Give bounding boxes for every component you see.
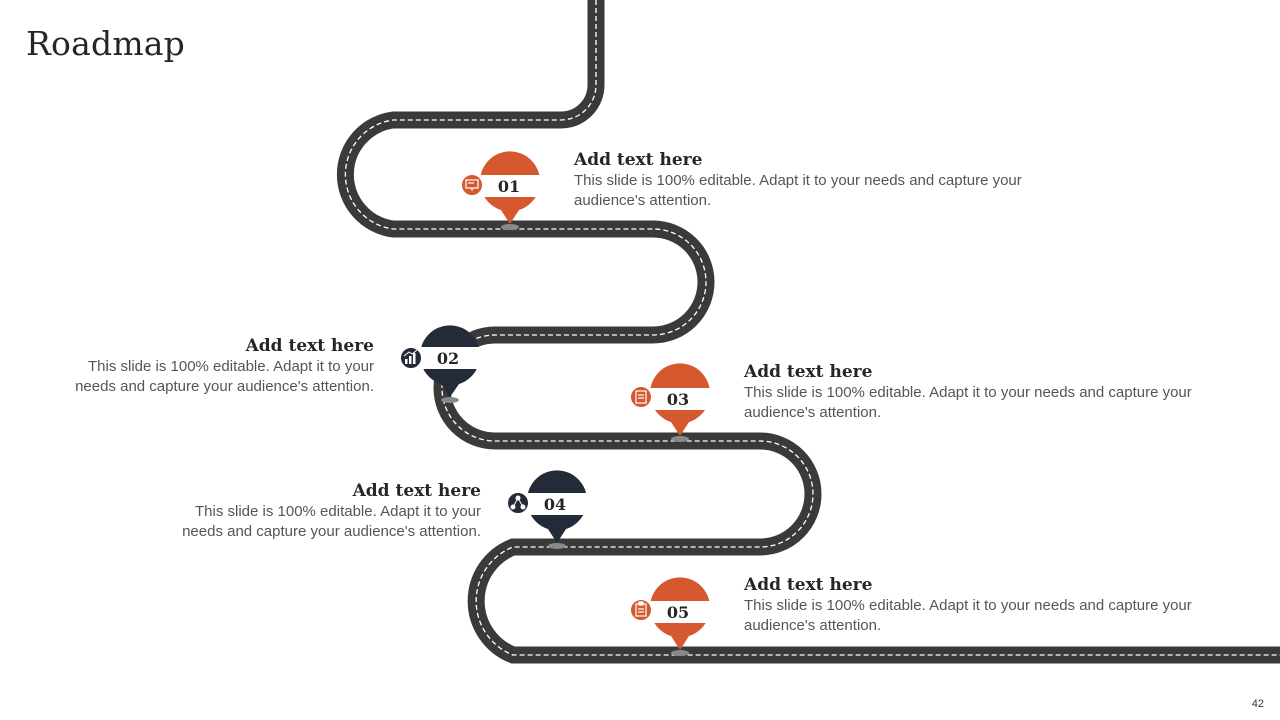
milestone-heading: Add text here: [352, 481, 481, 501]
marker-shadow: [501, 224, 519, 230]
milestone-number: 04: [544, 495, 566, 514]
label-band: [644, 388, 721, 410]
label-band: [414, 347, 491, 369]
label-band: [644, 601, 721, 623]
milestone-02-text: Add text here This slide is 100% editabl…: [54, 335, 374, 397]
milestone-number: 05: [667, 603, 689, 622]
label-band: [521, 493, 598, 515]
milestone-02[interactable]: 02: [399, 325, 491, 403]
milestone-01-text: Add text here This slide is 100% editabl…: [574, 149, 1094, 211]
milestone-05-text: Add text here This slide is 100% editabl…: [744, 574, 1234, 636]
milestone-number: 03: [667, 390, 689, 409]
milestone-03[interactable]: 03: [629, 363, 721, 442]
milestone-heading: Add text here: [245, 336, 374, 356]
road-path: [336, 0, 1280, 664]
marker-shadow: [441, 397, 459, 403]
milestone-01[interactable]: 01: [460, 151, 551, 230]
milestone-heading: Add text here: [744, 575, 873, 595]
marker-shadow: [671, 436, 689, 442]
document-icon: [635, 390, 647, 404]
milestone-heading: Add text here: [744, 362, 873, 382]
presentation-icon: [465, 179, 479, 191]
clipboard-icon: [635, 601, 647, 617]
milestone-description: This slide is 100% editable. Adapt it to…: [744, 597, 1192, 634]
milestone-04-text: Add text here This slide is 100% editabl…: [161, 480, 481, 542]
milestone-number: 01: [498, 177, 520, 196]
marker-shadow: [548, 543, 566, 549]
network-icon: [510, 495, 526, 510]
milestone-heading: Add text here: [574, 150, 703, 170]
growth-chart-icon: [403, 349, 418, 364]
milestone-description: This slide is 100% editable. Adapt it to…: [182, 503, 481, 540]
marker-shadow: [671, 650, 689, 656]
milestone-description: This slide is 100% editable. Adapt it to…: [744, 384, 1192, 421]
label-band: [474, 175, 551, 197]
milestone-description: This slide is 100% editable. Adapt it to…: [75, 358, 374, 395]
milestone-number: 02: [437, 349, 459, 368]
icon-badge: [629, 385, 653, 409]
page-number: 42: [1251, 698, 1264, 710]
milestone-03-text: Add text here This slide is 100% editabl…: [744, 361, 1234, 423]
milestone-04[interactable]: 04: [506, 470, 598, 549]
icon-badge: [506, 491, 530, 515]
icon-badge: [460, 173, 484, 197]
slide-title: Roadmap: [26, 24, 186, 63]
milestone-05[interactable]: 05: [629, 577, 721, 656]
milestone-description: This slide is 100% editable. Adapt it to…: [574, 172, 1022, 209]
